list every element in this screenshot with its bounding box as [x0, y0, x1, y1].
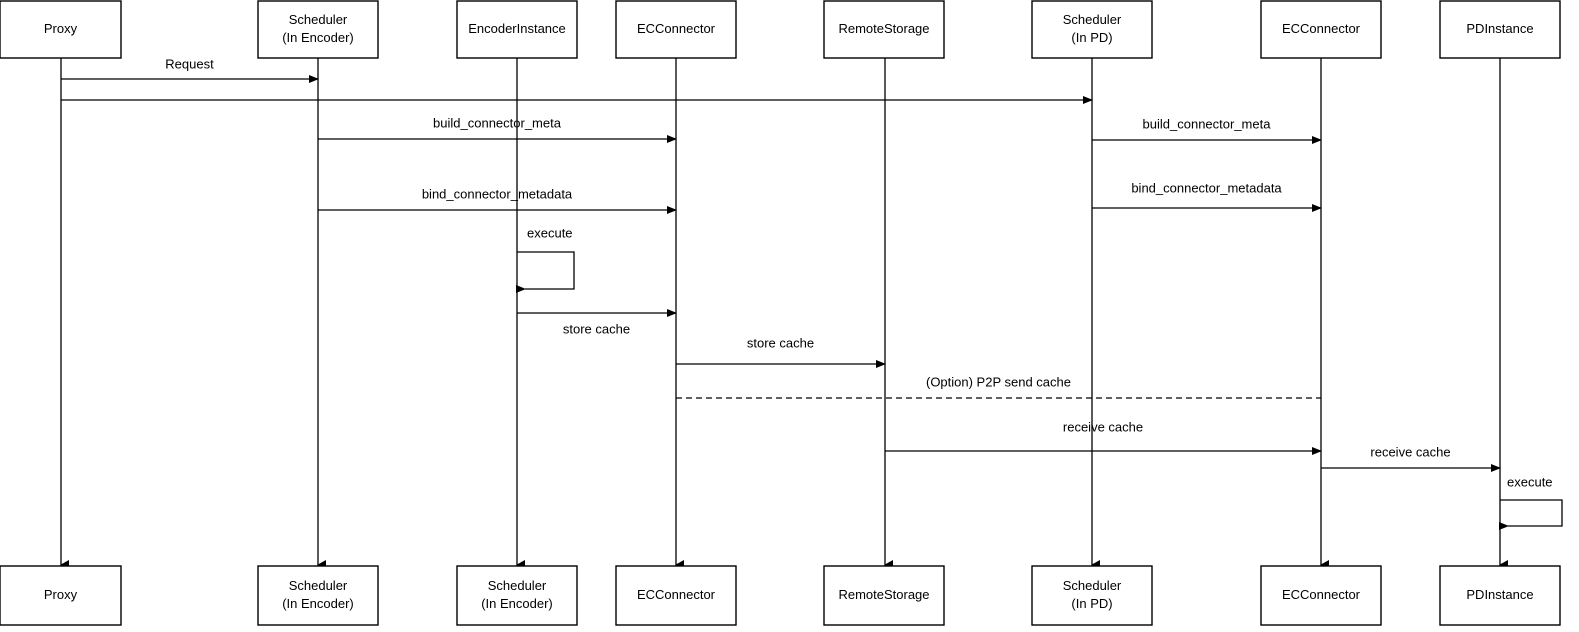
participant-footer-ec_connector_l[interactable]: ECConnector: [615, 565, 737, 626]
message-label-build-connector-meta: build_connector_meta: [433, 115, 562, 130]
participant-header-rect: [1439, 0, 1561, 59]
participant-header-label-line2: (In Encoder): [282, 30, 354, 45]
participant-header-label-line1: Scheduler: [1063, 12, 1122, 27]
self-messages-layer: execute execute: [516, 225, 1563, 530]
lifelines-layer: [60, 58, 1508, 570]
participant-footer-rect: [456, 565, 578, 626]
participant-header-rect: [823, 0, 945, 59]
participant-footer-pd_instance[interactable]: PDInstance: [1439, 565, 1561, 626]
participant-header-rect: [257, 0, 379, 59]
self-message-label-execute: execute: [1507, 474, 1553, 489]
participant-footer-rect: [823, 565, 945, 626]
participant-footer-label-line2: (In Encoder): [481, 596, 553, 611]
message-receive-cache-pd[interactable]: receive cache: [1321, 444, 1501, 472]
participant-header-pd_instance[interactable]: PDInstance: [1439, 0, 1561, 59]
participant-header-encoder_inst[interactable]: EncoderInstance: [456, 0, 578, 59]
participant-footer-rect: [615, 565, 737, 626]
self-message-label-execute: execute: [527, 225, 573, 240]
participant-footer-ec_connector_r[interactable]: ECConnector: [1260, 565, 1382, 626]
participant-header-scheduler_enc[interactable]: Scheduler (In Encoder): [257, 0, 379, 59]
participant-footer-label-line1: Scheduler: [1063, 578, 1122, 593]
participant-header-ec_connector_r[interactable]: ECConnector: [1260, 0, 1382, 59]
participant-header-label-line2: (In PD): [1071, 30, 1112, 45]
participant-footer-label-line2: (In Encoder): [282, 596, 354, 611]
message-bind-connector-metadata-r[interactable]: bind_connector_metadata: [1092, 180, 1322, 212]
participant-footer-label-line1: Scheduler: [289, 578, 348, 593]
participant-footer-rect: [257, 565, 379, 626]
participant-header-proxy[interactable]: Proxy: [0, 0, 122, 59]
participant-header-label: EncoderInstance: [468, 21, 566, 36]
header-participant-boxes: Proxy Scheduler (In Encoder) EncoderInstanc…: [0, 0, 1561, 59]
message-store-cache-encoder[interactable]: store cache: [517, 309, 677, 336]
participant-footer-label-line2: (In PD): [1071, 596, 1112, 611]
self-message-path: [1499, 499, 1563, 530]
message-bind-connector-metadata-l[interactable]: bind_connector_metadata: [318, 186, 677, 214]
participant-header-rect: [456, 0, 578, 59]
participant-footer-scheduler_enc[interactable]: Scheduler (In Encoder): [257, 565, 379, 626]
footer-participant-boxes: Proxy Scheduler (In Encoder) Scheduler (In E…: [0, 565, 1561, 626]
messages-layer: Request build_connector_meta build_connect…: [61, 56, 1501, 472]
self-message-path: [516, 251, 575, 293]
participant-footer-label: Proxy: [44, 587, 78, 602]
participant-footer-rect: [1439, 565, 1561, 626]
participant-header-ec_connector_l[interactable]: ECConnector: [615, 0, 737, 59]
participant-footer-rect: [0, 565, 122, 626]
participant-footer-label: RemoteStorage: [838, 587, 929, 602]
message-label-build-connector-meta: build_connector_meta: [1143, 116, 1272, 131]
message-build-connector-meta-l[interactable]: build_connector_meta: [318, 115, 677, 143]
message-label-receive-cache: receive cache: [1063, 419, 1143, 434]
message-label-request: Request: [165, 56, 214, 71]
participant-header-label: ECConnector: [1282, 21, 1361, 36]
message-label-store-cache: store cache: [747, 335, 814, 350]
participant-header-rect: [0, 0, 122, 59]
participant-header-label-line1: Scheduler: [289, 12, 348, 27]
participant-footer-label-line1: Scheduler: [488, 578, 547, 593]
participant-footer-label: ECConnector: [637, 587, 716, 602]
self-message-execute-encoder[interactable]: execute: [516, 225, 575, 293]
participant-footer-label: PDInstance: [1466, 587, 1533, 602]
participant-header-scheduler_pd[interactable]: Scheduler (In PD): [1031, 0, 1153, 59]
participant-header-remote_storage[interactable]: RemoteStorage: [823, 0, 945, 59]
message-label-store-cache: store cache: [563, 321, 630, 336]
participant-header-rect: [615, 0, 737, 59]
message-label-option-p2p-send-cache: (Option) P2P send cache: [926, 374, 1071, 389]
participant-header-label: Proxy: [44, 21, 78, 36]
participant-footer-rect: [1260, 565, 1382, 626]
message-request[interactable]: Request: [61, 56, 319, 83]
message-store-cache-remote[interactable]: store cache: [676, 335, 886, 368]
message-label-bind-connector-metadata: bind_connector_metadata: [422, 186, 573, 201]
message-receive-cache-remote[interactable]: receive cache: [885, 419, 1322, 455]
message-label-receive-cache: receive cache: [1370, 444, 1450, 459]
participant-footer-label: ECConnector: [1282, 587, 1361, 602]
message-label-bind-connector-metadata: bind_connector_metadata: [1131, 180, 1282, 195]
participant-header-rect: [1260, 0, 1382, 59]
participant-footer-proxy[interactable]: Proxy: [0, 565, 122, 626]
message-build-connector-meta-r[interactable]: build_connector_meta: [1092, 116, 1322, 144]
message-p2p-send-cache[interactable]: (Option) P2P send cache: [676, 374, 1321, 399]
participant-header-rect: [1031, 0, 1153, 59]
participant-header-label: PDInstance: [1466, 21, 1533, 36]
participant-footer-remote_storage[interactable]: RemoteStorage: [823, 565, 945, 626]
self-message-execute-pdinstance[interactable]: execute: [1499, 474, 1563, 530]
participant-header-label: RemoteStorage: [838, 21, 929, 36]
participant-footer-scheduler_enc2[interactable]: Scheduler (In Encoder): [456, 565, 578, 626]
participant-footer-rect: [1031, 565, 1153, 626]
participant-footer-scheduler_pd[interactable]: Scheduler (In PD): [1031, 565, 1153, 626]
participant-header-label: ECConnector: [637, 21, 716, 36]
